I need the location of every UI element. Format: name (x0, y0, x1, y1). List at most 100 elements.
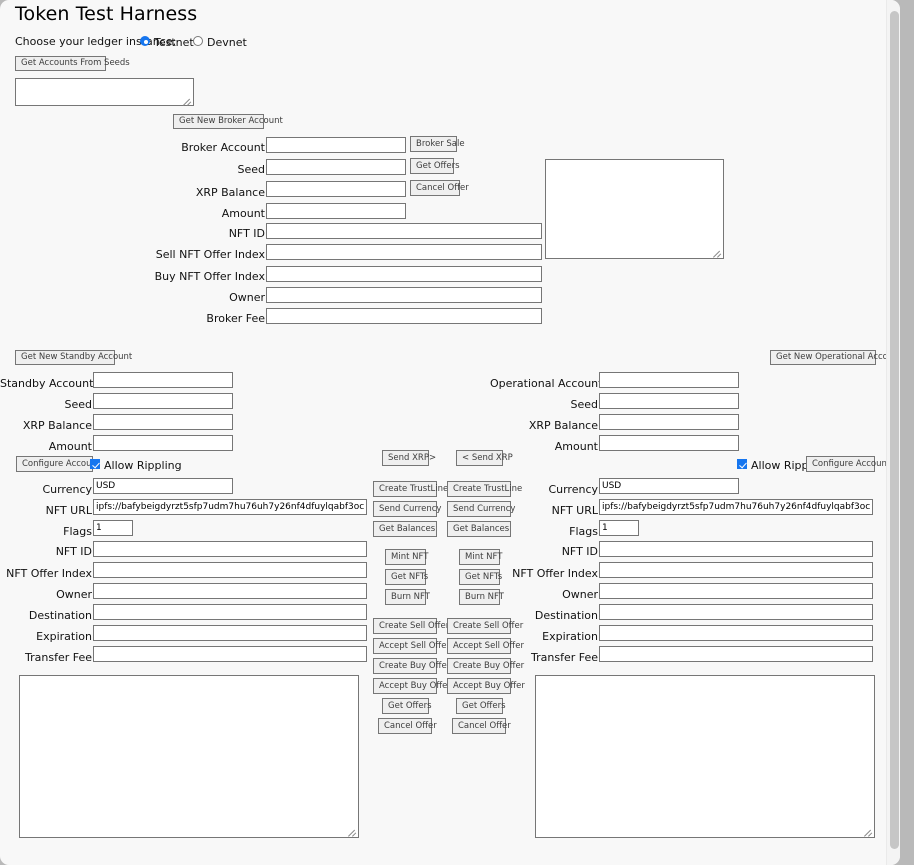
operational-get-nfts-button[interactable]: Get NFTs (459, 569, 502, 585)
operational-mint-nft-button[interactable]: Mint NFT (459, 549, 502, 565)
operational-accept-sell-offer-button[interactable]: Accept Sell Offer (447, 638, 524, 654)
radio-testnet[interactable] (140, 36, 150, 46)
standby-seed-input[interactable] (93, 393, 233, 409)
standby-xrp-balance-label: XRP Balance (22, 419, 92, 432)
operational-accept-buy-offer-button[interactable]: Accept Buy Offer (447, 678, 525, 694)
operational-expiration-input[interactable] (599, 625, 873, 641)
operational-results-textarea[interactable] (535, 675, 875, 838)
standby-create-sell-offer-button[interactable]: Create Sell Offer (373, 618, 449, 634)
standby-create-trustline-button[interactable]: Create TrustLine (373, 481, 448, 497)
standby-get-nfts-button[interactable]: Get NFTs (385, 569, 428, 585)
standby-send-xrp-button[interactable]: Send XRP> (382, 450, 436, 466)
standby-nft-id-input[interactable] (93, 541, 367, 557)
standby-transfer-fee-input[interactable] (93, 646, 367, 662)
broker-buy-nft-offer-index-input[interactable] (266, 266, 542, 282)
operational-cancel-offer-button[interactable]: Cancel Offer (452, 718, 511, 734)
standby-nft-url-input[interactable] (93, 499, 367, 515)
operational-send-currency-button[interactable]: Send Currency (447, 501, 515, 517)
radio-devnet[interactable] (193, 36, 203, 46)
get-accounts-from-seeds-button[interactable]: Get Accounts From Seeds (15, 56, 130, 71)
operational-nft-id-input[interactable] (599, 541, 873, 557)
standby-send-currency-button[interactable]: Send Currency (373, 501, 441, 517)
vertical-scrollbar[interactable] (886, 0, 900, 865)
standby-currency-label: Currency (42, 483, 92, 496)
standby-accept-sell-offer-button[interactable]: Accept Sell Offer (373, 638, 450, 654)
standby-account-label: Standby Account (0, 377, 94, 390)
broker-sell-nft-offer-index-label: Sell NFT Offer Index (155, 248, 265, 261)
broker-amount-input[interactable] (266, 203, 406, 219)
standby-nft-offer-index-input[interactable] (93, 562, 367, 578)
standby-expiration-input[interactable] (93, 625, 367, 641)
seeds-results-textarea[interactable] (15, 78, 194, 106)
operational-destination-input[interactable] (599, 604, 873, 620)
operational-seed-input[interactable] (599, 393, 739, 409)
standby-burn-nft-button[interactable]: Burn NFT (385, 589, 430, 605)
standby-destination-input[interactable] (93, 604, 367, 620)
get-new-standby-account-button[interactable]: Get New Standby Account (15, 350, 132, 365)
operational-create-buy-offer-button[interactable]: Create Buy Offer (447, 658, 524, 674)
standby-owner-input[interactable] (93, 583, 367, 599)
operational-allow-rippling-checkbox[interactable] (737, 459, 747, 469)
standby-mint-nft-button[interactable]: Mint NFT (385, 549, 428, 565)
operational-destination-label: Destination (534, 609, 598, 622)
operational-amount-input[interactable] (599, 435, 739, 451)
standby-nft-offer-index-label: NFT Offer Index (6, 567, 92, 580)
standby-get-offers-button[interactable]: Get Offers (382, 698, 432, 714)
standby-get-balances-button[interactable]: Get Balances (373, 521, 437, 537)
broker-account-input[interactable] (266, 137, 406, 153)
get-new-operational-account-button[interactable]: Get New Operational Account (770, 350, 900, 365)
standby-amount-label: Amount (48, 440, 92, 453)
standby-create-buy-offer-button[interactable]: Create Buy Offer (373, 658, 450, 674)
standby-account-input[interactable] (93, 372, 233, 388)
operational-nft-url-input[interactable] (599, 499, 873, 515)
operational-seed-label: Seed (570, 398, 599, 411)
broker-owner-input[interactable] (266, 287, 542, 303)
scrollbar-thumb[interactable] (890, 11, 899, 849)
broker-results-textarea[interactable] (545, 159, 724, 259)
broker-amount-label: Amount (221, 207, 265, 220)
broker-seed-input[interactable] (266, 159, 406, 175)
operational-account-input[interactable] (599, 372, 739, 388)
operational-burn-nft-button[interactable]: Burn NFT (459, 589, 504, 605)
operational-create-sell-offer-button[interactable]: Create Sell Offer (447, 618, 523, 634)
operational-get-balances-button[interactable]: Get Balances (447, 521, 511, 537)
operational-create-trustline-button[interactable]: Create TrustLine (447, 481, 522, 497)
standby-configure-account-button[interactable]: Configure Account (16, 456, 100, 472)
broker-get-offers-button[interactable]: Get Offers (410, 158, 460, 174)
operational-get-offers-button[interactable]: Get Offers (456, 698, 506, 714)
standby-flags-label: Flags (63, 525, 92, 538)
operational-transfer-fee-input[interactable] (599, 646, 873, 662)
operational-nft-offer-index-input[interactable] (599, 562, 873, 578)
standby-flags-input[interactable] (93, 520, 133, 536)
operational-owner-input[interactable] (599, 583, 873, 599)
operational-currency-input[interactable] (599, 478, 739, 494)
standby-currency-input[interactable] (93, 478, 233, 494)
page-title: Token Test Harness (15, 3, 198, 25)
standby-results-textarea[interactable] (19, 675, 359, 838)
broker-xrp-balance-input[interactable] (266, 181, 406, 197)
operational-xrp-balance-label: XRP Balance (528, 419, 598, 432)
operational-configure-account-button[interactable]: Configure Account (806, 456, 890, 472)
operational-xrp-balance-input[interactable] (599, 414, 739, 430)
standby-amount-input[interactable] (93, 435, 233, 451)
operational-owner-label: Owner (562, 588, 598, 601)
broker-seed-label: Seed (237, 163, 266, 176)
standby-cancel-offer-button[interactable]: Cancel Offer (378, 718, 437, 734)
operational-amount-label: Amount (554, 440, 598, 453)
broker-sell-nft-offer-index-input[interactable] (266, 244, 542, 260)
broker-fee-label: Broker Fee (206, 312, 265, 325)
broker-cancel-offer-button[interactable]: Cancel Offer (410, 180, 469, 196)
standby-xrp-balance-input[interactable] (93, 414, 233, 430)
get-new-broker-account-button[interactable]: Get New Broker Account (173, 114, 283, 129)
broker-nft-id-input[interactable] (266, 223, 542, 239)
broker-sale-button[interactable]: Broker Sale (410, 136, 465, 152)
operational-expiration-label: Expiration (542, 630, 598, 643)
operational-nft-id-label: NFT ID (561, 545, 598, 558)
operational-nft-offer-index-label: NFT Offer Index (512, 567, 598, 580)
operational-send-xrp-button[interactable]: < Send XRP (456, 450, 513, 466)
operational-flags-input[interactable] (599, 520, 639, 536)
standby-accept-buy-offer-button[interactable]: Accept Buy Offer (373, 678, 451, 694)
broker-fee-input[interactable] (266, 308, 542, 324)
standby-allow-rippling-checkbox[interactable] (90, 459, 100, 469)
